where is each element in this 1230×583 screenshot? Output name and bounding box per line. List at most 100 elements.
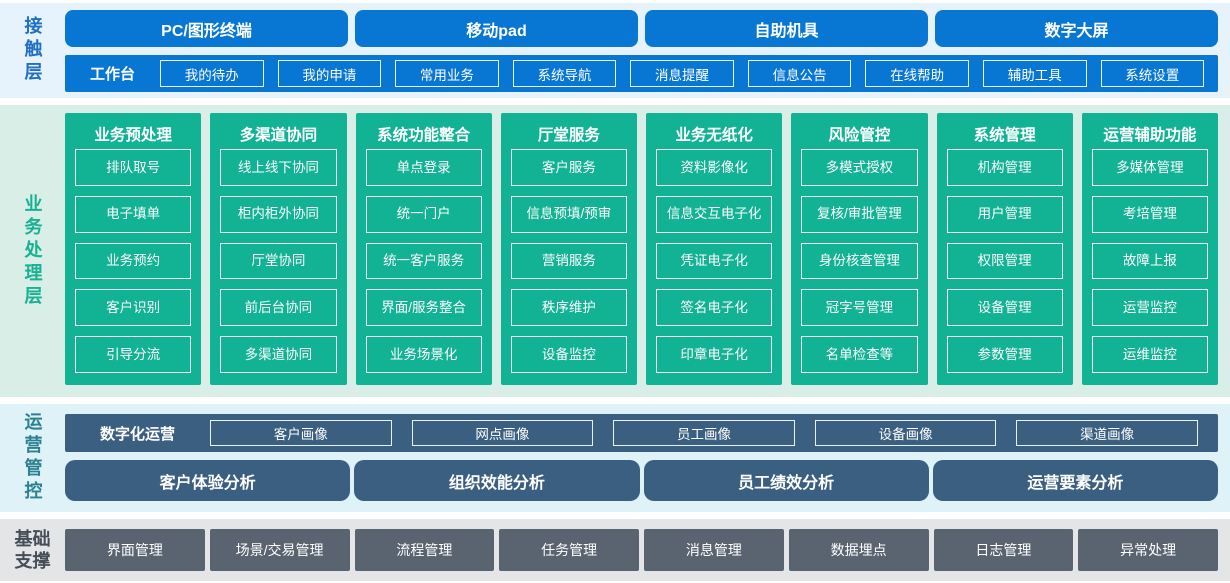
business-columns: 业务预处理 排队取号 电子填单 业务预约 客户识别 引导分流 多渠道协同 线上线… bbox=[65, 105, 1218, 397]
biz-item[interactable]: 运维监控 bbox=[1091, 336, 1208, 373]
business-layer-band: 业务处理层 业务预处理 排队取号 电子填单 业务预约 客户识别 引导分流 多渠道… bbox=[0, 105, 1230, 397]
biz-item[interactable]: 名单检查等 bbox=[801, 336, 918, 373]
analysis-org-efficiency[interactable]: 组织效能分析 bbox=[354, 460, 640, 501]
column-preprocessing: 业务预处理 排队取号 电子填单 业务预约 客户识别 引导分流 bbox=[65, 113, 202, 385]
column-paperless: 业务无纸化 资料影像化 信息交互电子化 凭证电子化 签名电子化 印章电子化 bbox=[646, 113, 783, 385]
channel-pc[interactable]: PC/图形终端 bbox=[65, 10, 348, 47]
foundation-exception-handling[interactable]: 异常处理 bbox=[1078, 529, 1218, 571]
column-title: 多渠道协同 bbox=[239, 127, 318, 144]
biz-item[interactable]: 资料影像化 bbox=[656, 149, 773, 186]
biz-item[interactable]: 凭证电子化 bbox=[656, 242, 773, 280]
column-title: 业务无纸化 bbox=[675, 127, 753, 144]
biz-item[interactable]: 统一门户 bbox=[365, 195, 482, 233]
biz-item[interactable]: 故障上报 bbox=[1091, 242, 1208, 280]
workbench-item-applications[interactable]: 我的申请 bbox=[277, 60, 382, 87]
operations-layer-label: 运营管控 bbox=[22, 412, 43, 504]
biz-item[interactable]: 考培管理 bbox=[1091, 195, 1208, 233]
biz-item[interactable]: 签名电子化 bbox=[656, 289, 773, 327]
biz-item[interactable]: 客户识别 bbox=[75, 289, 192, 327]
biz-item[interactable]: 线上线下协同 bbox=[220, 149, 337, 186]
foundation-message-management[interactable]: 消息管理 bbox=[644, 529, 784, 571]
biz-item[interactable]: 身份核查管理 bbox=[801, 242, 918, 280]
column-title: 风险管控 bbox=[828, 127, 891, 144]
channel-pad[interactable]: 移动pad bbox=[355, 10, 638, 47]
contact-layer-band: 接触层 PC/图形终端 移动pad 自助机具 数字大屏 工作台 我的待办 我的申… bbox=[0, 3, 1230, 98]
biz-item[interactable]: 排队取号 bbox=[75, 149, 192, 186]
column-hall-service: 厅堂服务 客户服务 信息预填/预审 营销服务 秩序维护 设备监控 bbox=[500, 113, 637, 385]
channel-bigscreen[interactable]: 数字大屏 bbox=[935, 10, 1218, 47]
biz-item[interactable]: 单点登录 bbox=[365, 149, 482, 186]
biz-item[interactable]: 信息交互电子化 bbox=[656, 195, 773, 233]
biz-item[interactable]: 电子填单 bbox=[75, 195, 192, 233]
business-layer-label: 业务处理层 bbox=[22, 193, 43, 309]
portrait-branch[interactable]: 网点画像 bbox=[411, 420, 594, 446]
portrait-channel[interactable]: 渠道画像 bbox=[1016, 420, 1198, 446]
biz-item[interactable]: 营销服务 bbox=[510, 242, 627, 280]
foundation-data-tracking[interactable]: 数据埋点 bbox=[788, 529, 929, 571]
column-title: 业务预处理 bbox=[94, 127, 172, 144]
biz-item[interactable]: 冠字号管理 bbox=[801, 289, 918, 327]
biz-item[interactable]: 设备管理 bbox=[946, 289, 1063, 327]
analysis-employee-performance[interactable]: 员工绩效分析 bbox=[643, 460, 929, 501]
column-multichannel: 多渠道协同 线上线下协同 柜内柜外协同 厅堂协同 前后台协同 多渠道协同 bbox=[210, 113, 347, 385]
contact-layer-label: 接触层 bbox=[22, 16, 43, 85]
biz-item[interactable]: 印章电子化 bbox=[656, 336, 773, 373]
column-operation-aux: 运营辅助功能 多媒体管理 考培管理 故障上报 运营监控 运维监控 bbox=[1081, 113, 1218, 385]
biz-item[interactable]: 信息预填/预审 bbox=[510, 195, 627, 233]
workbench-item-common-business[interactable]: 常用业务 bbox=[395, 60, 499, 87]
analysis-row: 客户体验分析 组织效能分析 员工绩效分析 运营要素分析 bbox=[65, 460, 1218, 501]
biz-item[interactable]: 引导分流 bbox=[75, 336, 192, 373]
foundation-task-management[interactable]: 任务管理 bbox=[499, 529, 639, 571]
portrait-customer[interactable]: 客户画像 bbox=[210, 420, 392, 446]
biz-item[interactable]: 柜内柜外协同 bbox=[220, 195, 337, 233]
portrait-device[interactable]: 设备画像 bbox=[814, 420, 997, 446]
biz-item[interactable]: 业务预约 bbox=[75, 242, 192, 280]
workbench-item-notifications[interactable]: 消息提醒 bbox=[630, 60, 734, 87]
biz-item[interactable]: 多模式授权 bbox=[801, 149, 918, 186]
biz-item[interactable]: 前后台协同 bbox=[220, 289, 337, 327]
workbench-item-settings[interactable]: 系统设置 bbox=[1100, 60, 1205, 87]
biz-item[interactable]: 机构管理 bbox=[946, 149, 1063, 186]
biz-item[interactable]: 用户管理 bbox=[946, 195, 1063, 233]
digital-operations-bar: 数字化运营 客户画像 网点画像 员工画像 设备画像 渠道画像 bbox=[65, 414, 1218, 452]
workbench-item-online-help[interactable]: 在线帮助 bbox=[865, 60, 969, 87]
channel-selfservice[interactable]: 自助机具 bbox=[645, 10, 928, 47]
analysis-customer-experience[interactable]: 客户体验分析 bbox=[65, 460, 351, 501]
foundation-log-management[interactable]: 日志管理 bbox=[933, 529, 1074, 571]
column-system-integration: 系统功能整合 单点登录 统一门户 统一客户服务 界面/服务整合 业务场景化 bbox=[355, 113, 492, 385]
biz-item[interactable]: 运营监控 bbox=[1091, 289, 1208, 327]
foundation-scene-transaction[interactable]: 场景/交易管理 bbox=[209, 529, 350, 571]
workbench-label: 工作台 bbox=[89, 66, 135, 83]
foundation-process-management[interactable]: 流程管理 bbox=[354, 529, 495, 571]
biz-item[interactable]: 统一客户服务 bbox=[365, 242, 482, 280]
foundation-ui-management[interactable]: 界面管理 bbox=[65, 529, 205, 571]
workbench-bar: 工作台 我的待办 我的申请 常用业务 系统导航 消息提醒 信息公告 在线帮助 辅… bbox=[65, 55, 1218, 92]
biz-item[interactable]: 业务场景化 bbox=[365, 336, 482, 373]
biz-item[interactable]: 参数管理 bbox=[946, 336, 1063, 373]
column-system-management: 系统管理 机构管理 用户管理 权限管理 设备管理 参数管理 bbox=[936, 113, 1073, 385]
column-risk-control: 风险管控 多模式授权 复核/审批管理 身份核查管理 冠字号管理 名单检查等 bbox=[791, 113, 928, 385]
analysis-operation-elements[interactable]: 运营要素分析 bbox=[932, 460, 1218, 501]
digital-operations-label: 数字化运营 bbox=[99, 425, 175, 443]
biz-item[interactable]: 设备监控 bbox=[510, 336, 627, 373]
foundation-layer-label: 基础支撑 bbox=[0, 519, 65, 581]
biz-item[interactable]: 客户服务 bbox=[510, 149, 627, 186]
operations-layer-band: 运营管控 数字化运营 客户画像 网点画像 员工画像 设备画像 渠道画像 客户体验… bbox=[0, 404, 1230, 512]
biz-item[interactable]: 多媒体管理 bbox=[1091, 149, 1208, 186]
biz-item[interactable]: 多渠道协同 bbox=[220, 336, 337, 373]
biz-item[interactable]: 厅堂协同 bbox=[220, 242, 337, 280]
foundation-layer-band: 基础支撑 界面管理 场景/交易管理 流程管理 任务管理 消息管理 数据埋点 日志… bbox=[0, 519, 1230, 581]
biz-item[interactable]: 界面/服务整合 bbox=[365, 289, 482, 327]
workbench-item-announcements[interactable]: 信息公告 bbox=[747, 60, 852, 87]
biz-item[interactable]: 秩序维护 bbox=[510, 289, 627, 327]
biz-item[interactable]: 复核/审批管理 bbox=[801, 195, 918, 233]
channel-row: PC/图形终端 移动pad 自助机具 数字大屏 bbox=[65, 10, 1218, 47]
workbench-item-aux-tools[interactable]: 辅助工具 bbox=[982, 60, 1087, 87]
column-title: 系统功能整合 bbox=[377, 127, 471, 144]
portrait-employee[interactable]: 员工画像 bbox=[613, 420, 795, 446]
workbench-item-todo[interactable]: 我的待办 bbox=[160, 60, 264, 87]
biz-item[interactable]: 权限管理 bbox=[946, 242, 1063, 280]
workbench-item-navigation[interactable]: 系统导航 bbox=[512, 60, 617, 87]
foundation-layer-label-text: 基础支撑 bbox=[14, 528, 51, 572]
